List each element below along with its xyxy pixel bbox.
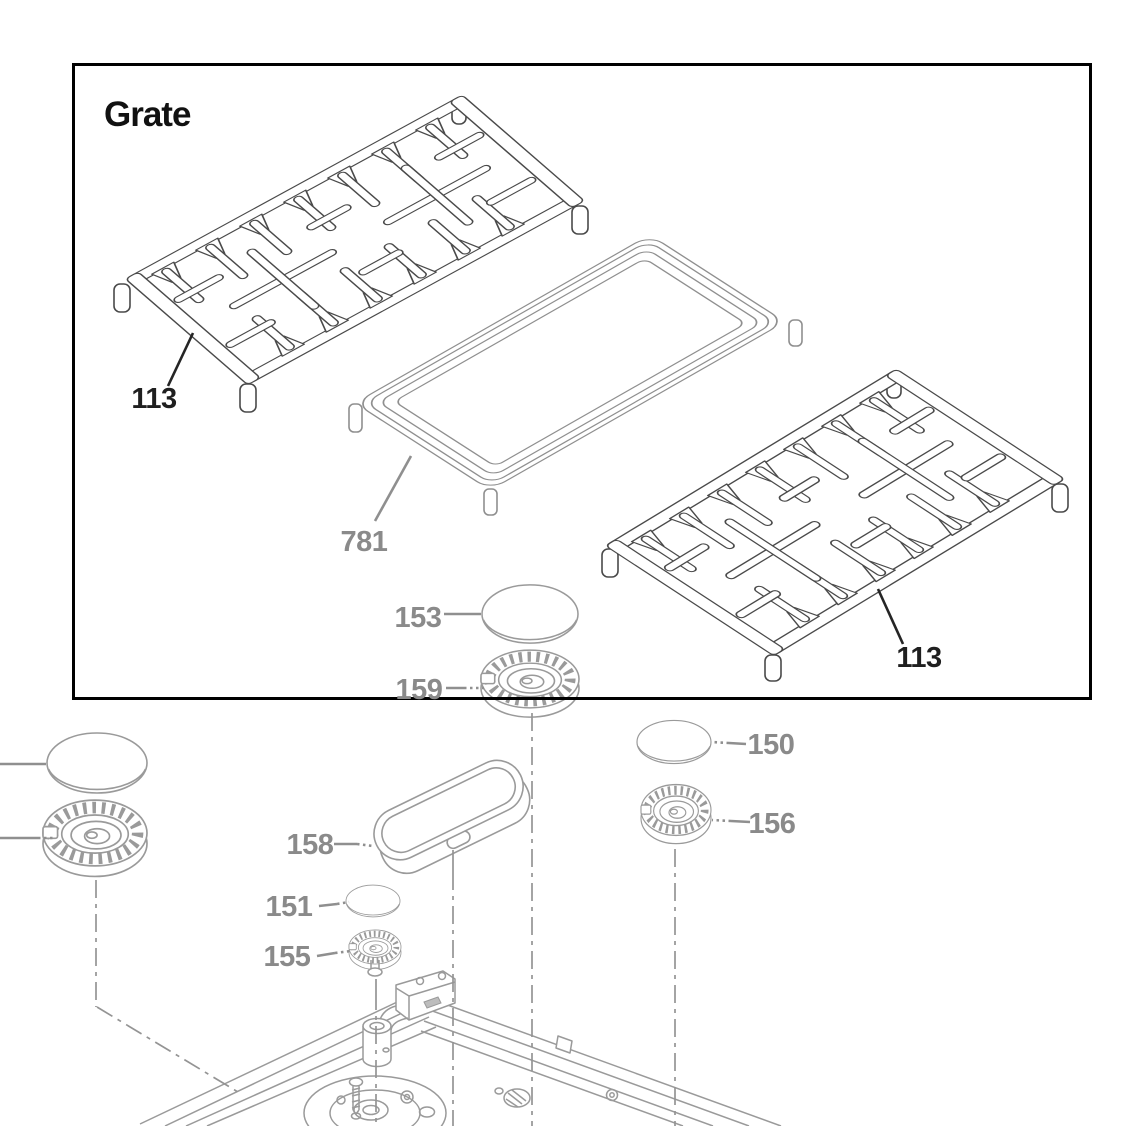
leader-781 [373,455,413,522]
grate-left [113,95,589,413]
leader-155-dotted [334,949,352,955]
leader-151 [318,902,338,908]
leader-113-left [166,332,195,387]
grate-right-foot [1051,483,1069,513]
assembly-center-lines [95,713,676,1126]
grate-left-foot [571,205,589,235]
part-label-grate-left: 113 [131,383,177,415]
leader-113-right [876,588,905,645]
part-label-cap-large: 153 [395,602,442,634]
cooktop-base [139,970,782,1126]
leader-155 [316,951,336,958]
leader-150 [728,741,747,746]
burner-head-small [349,930,401,977]
panel-hole [382,1047,390,1053]
leader-151-dotted [336,900,350,906]
grate-left-foot [113,283,131,313]
grate-right-foot [764,654,782,682]
burner-base [303,1075,447,1126]
part-labels: 113 781 113 153 159 150 156 158 151 155 [131,383,942,973]
burner-cap-left [46,732,148,794]
grate-left-foot [239,383,257,413]
part-label-head-medium: 156 [749,808,796,840]
griddle-foot [483,488,498,516]
burner-head-large [481,650,579,717]
panel-fittings [555,1035,619,1102]
leader-156-dotted [711,818,732,823]
leader-150-dotted [710,740,730,745]
griddle-foot [348,403,363,433]
section-title: Grate [104,95,191,134]
grate-section-box [72,63,1092,700]
leader-158-dotted [356,842,374,848]
leader-156 [730,819,751,824]
burner-venturi [362,1017,392,1068]
cooktop-right-edge [420,998,782,1126]
griddle-foot [788,319,803,347]
burner-head-left [43,800,147,876]
burner-cap-medium [636,719,712,765]
part-label-cap-medium: 150 [748,729,795,761]
grate-right-foot [601,548,619,578]
part-label-griddle: 781 [341,526,388,558]
leader-lines [0,332,905,958]
burner-cap-small [345,884,401,918]
part-label-cap-small: 151 [266,891,313,923]
centerline-left-burner-diagonal [96,1006,239,1093]
griddle [348,239,803,516]
grate-right [601,369,1069,682]
screw [348,1077,364,1115]
burner-cap-large [481,584,579,644]
igniter-bracket [494,1087,531,1108]
part-label-cap-oval: 158 [287,829,334,861]
burner-head-medium [641,785,711,844]
part-label-head-small: 155 [264,941,311,973]
burner-cap-oval [373,759,531,875]
part-label-head-large: 159 [396,674,443,706]
cooktop-corner-bracket [395,970,456,1021]
part-label-grate-right: 113 [896,642,942,674]
